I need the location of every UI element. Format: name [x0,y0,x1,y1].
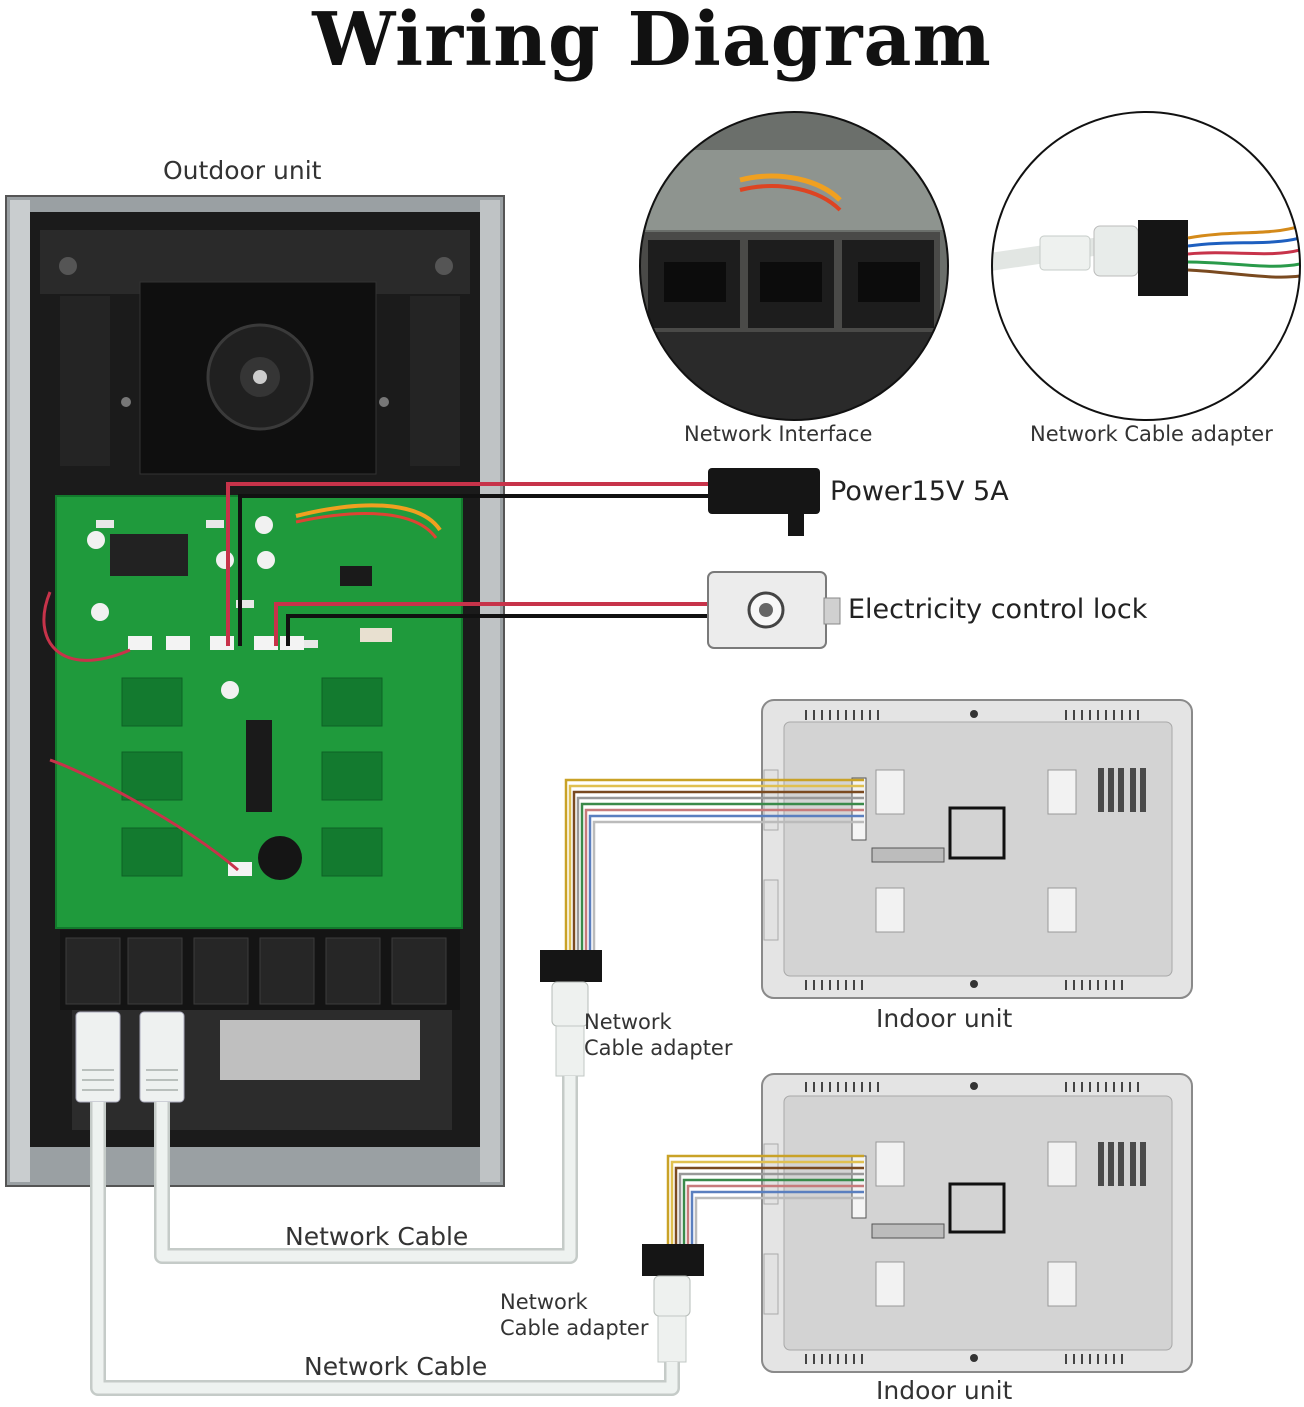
adapter-1-label-line2: Cable adapter [584,1036,733,1060]
outdoor-unit [5,195,505,1187]
indoor-unit-2 [761,1073,1193,1373]
indoor-unit-2-label: Indoor unit [876,1376,1013,1405]
network-cable-2-label: Network Cable [304,1352,488,1381]
network-cable-route-2 [90,1102,680,1396]
lock-label: Electricity control lock [848,594,1148,625]
network-cable-route-1 [154,1076,578,1264]
network-interface-label: Network Interface [684,422,873,446]
power-label: Power15V 5A [830,476,1009,507]
network-cable-adapter-label: Network Cable adapter [1030,422,1273,446]
network-interface-inset [639,111,949,421]
adapter-2-label-line2: Cable adapter [500,1316,649,1340]
network-cable-1-label: Network Cable [285,1222,469,1251]
electricity-lock [707,571,841,649]
adapter-2-label-line1: Network [500,1290,588,1314]
lock-wires [274,602,710,646]
power-wires [226,482,712,646]
network-cable-adapter-inset [991,111,1301,421]
outdoor-unit-label: Outdoor unit [163,156,322,185]
power-supply-adapter [708,468,820,536]
page-title: Wiring Diagram [312,0,992,83]
network-cable-adapter-2 [642,1244,704,1363]
adapter-1-label-line1: Network [584,1010,672,1034]
ribbon-wires-1 [564,778,864,950]
network-cable-adapter-1 [540,950,602,1077]
ribbon-wires-2 [666,1154,864,1244]
indoor-unit-1 [761,699,1193,999]
indoor-unit-1-label: Indoor unit [876,1004,1013,1033]
